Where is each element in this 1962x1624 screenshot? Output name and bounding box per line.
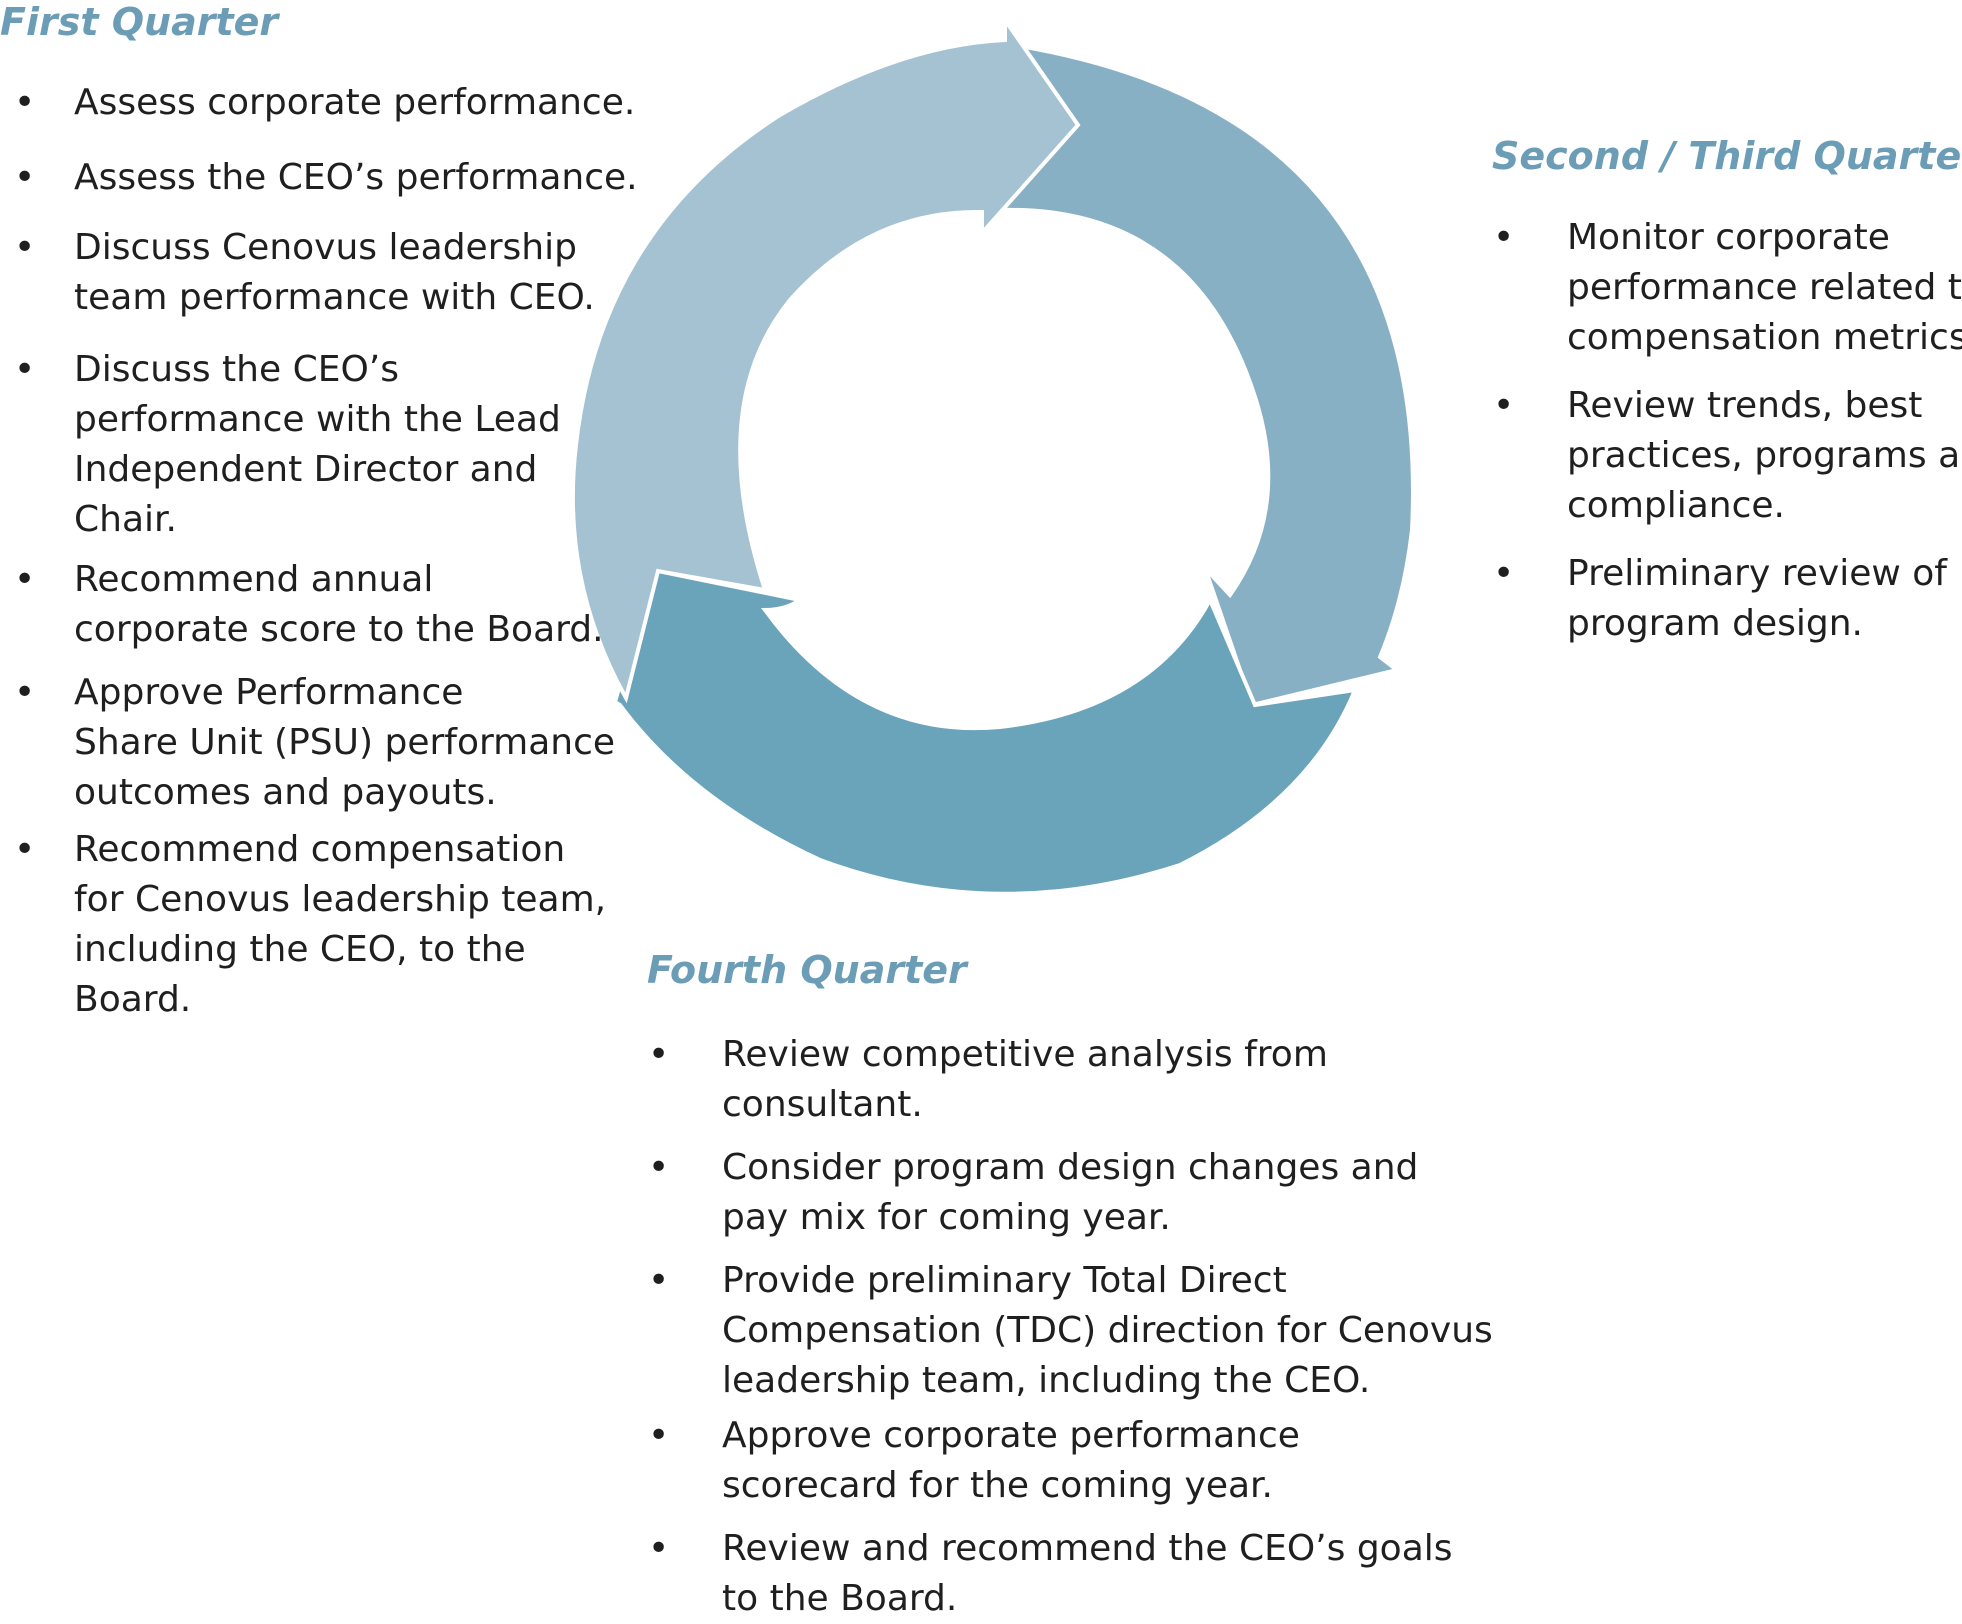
list-item-line: Review trends, best [1567,385,1923,426]
list-item-line: Preliminary review of [1567,553,1947,594]
list-item-text: Review and recommend the CEO’s goals to t… [722,1524,1453,1624]
bullet-marker: • [648,1147,670,1188]
second-third-quarter-list: • Monitor corporate performance related to… [1493,0,1962,700]
list-item-text: Recommend annual corporate score to the B… [74,555,604,655]
arrow-fourth-quarter [612,567,1359,896]
arrow-first-quarter [570,13,1081,704]
bullet-marker: • [14,672,36,713]
list-item-line: performance related to [1567,267,1962,308]
fourth-quarter-heading: Fourth Quarter [647,948,967,992]
bullet-marker: • [14,157,36,198]
list-item-line: for Cenovus leadership team, [74,879,607,920]
list-item-line: Review competitive analysis from [722,1034,1328,1075]
bullet-marker: • [14,349,36,390]
list-item-line: Recommend annual [74,559,434,600]
fourth-quarter-list: • Review competitive analysis from consult… [648,0,1493,1624]
list-item-line: compensation metrics. [1567,317,1962,358]
list-item-line: practices, programs and [1567,435,1962,476]
list-item-text: Consider program design changes and pay m… [722,1143,1418,1243]
list-item-text: Recommend compensation for Cenovus leader… [74,825,606,1025]
bullet-marker: • [648,1528,670,1569]
list-item-line: performance with the Lead [74,399,561,440]
list-item-line: consultant. [722,1084,923,1125]
list-item-line: Discuss the CEO’s [74,349,399,390]
list-item-line: Share Unit (PSU) performance [74,722,616,763]
list-item-line: Board. [74,979,192,1020]
list-item-line: Independent Director and [74,449,538,490]
list-item-line: team performance with CEO. [74,277,595,318]
list-item-text: Review competitive analysis from consulta… [722,1030,1328,1130]
arrow-second-third-quarter [997,41,1415,708]
list-item-text: Discuss the CEO’s performance with the Le… [74,345,561,545]
list-item-line: Provide preliminary Total Direct [722,1260,1287,1301]
list-item-line: scorecard for the coming year. [722,1465,1273,1506]
list-item-line: Approve Performance [74,672,464,713]
list-item-text: Review trends, best practices, programs a… [1567,381,1962,531]
second-third-quarter-heading: Second / Third Quarter [1492,134,1962,178]
list-item-line: outcomes and payouts. [74,772,497,813]
list-item-line: Chair. [74,499,177,540]
list-item-line: Approve corporate performance [722,1415,1300,1456]
list-item-line: pay mix for coming year. [722,1197,1171,1238]
list-item-text: Preliminary review of program design. [1567,549,1947,649]
list-item-text: Approve corporate performance scorecard f… [722,1411,1300,1511]
bullet-marker: • [648,1260,670,1301]
bullet-marker: • [648,1415,670,1456]
list-item-line: Recommend compensation [74,829,566,870]
list-item-line: Compensation (TDC) direction for Cenovus [722,1310,1493,1351]
bullet-marker: • [14,82,36,123]
list-item-line: program design. [1567,603,1863,644]
bullet-marker: • [14,227,36,268]
bullet-marker: • [1493,553,1515,594]
list-item-line: Monitor corporate [1567,217,1890,258]
list-item-line: Discuss Cenovus leadership [74,227,577,268]
first-quarter-heading: First Quarter [0,0,279,44]
list-item-text: Assess the CEO’s performance. [74,153,638,203]
bullet-marker: • [1493,217,1515,258]
first-quarter-list: • Assess corporate performance. • Assess th… [14,0,638,1020]
list-item-line: corporate score to the Board. [74,609,604,650]
bullet-marker: • [1493,385,1515,426]
bullet-marker: • [14,559,36,600]
list-item-line: Consider program design changes and [722,1147,1419,1188]
bullet-marker: • [648,1034,670,1075]
list-item-text: Discuss Cenovus leadership team performan… [74,223,595,323]
list-item-text: Assess corporate performance. [74,78,635,128]
list-item-line: to the Board. [722,1578,958,1619]
list-item-line: Assess the CEO’s performance. [74,157,638,198]
list-item-line: Assess corporate performance. [74,82,636,123]
list-item-line: compliance. [1567,485,1786,526]
list-item-line: leadership team, including the CEO. [722,1360,1371,1401]
list-item-line: Review and recommend the CEO’s goals [722,1528,1453,1569]
bullet-marker: • [14,829,36,870]
list-item-line: including the CEO, to the [74,929,526,970]
list-item-text: Monitor corporate performance related to c… [1567,213,1962,363]
